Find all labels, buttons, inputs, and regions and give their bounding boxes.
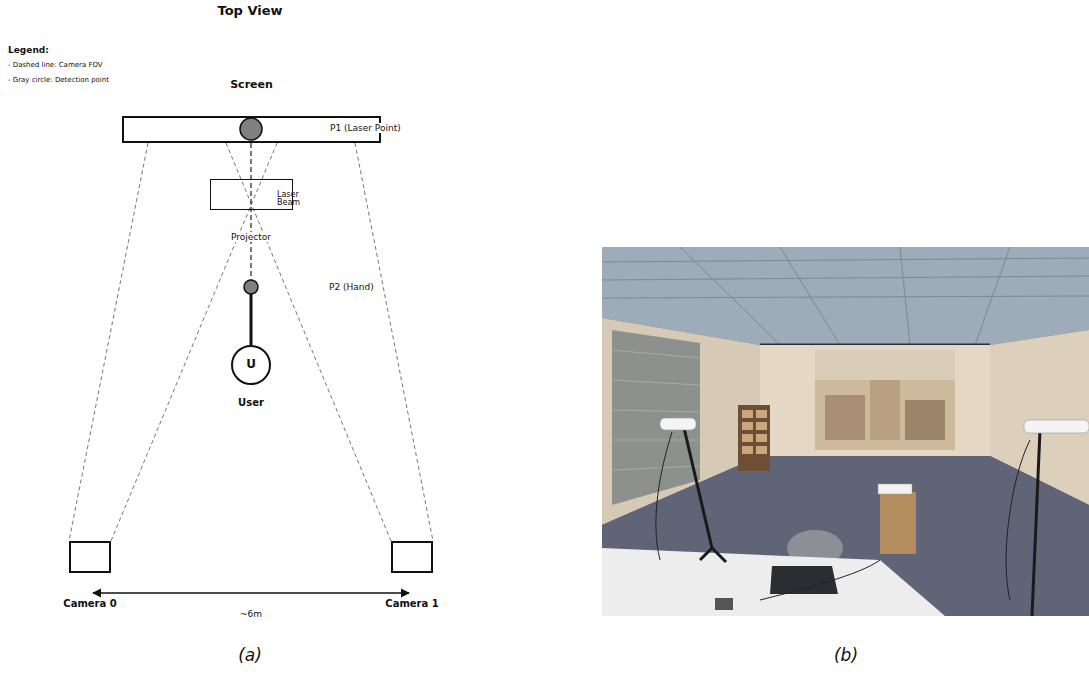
room-photo (602, 247, 1089, 616)
detection-point (244, 280, 258, 294)
panel-label: (b) (834, 646, 858, 666)
legend-heading: Legend: (8, 45, 49, 55)
panel-label: (a) (238, 646, 262, 666)
dimension-label: ~6m (240, 609, 262, 619)
laser-beam-line (250, 143, 251, 280)
node-label: Projector (230, 232, 272, 242)
user-circle: UUser (231, 345, 271, 385)
distance-arrow (93, 592, 409, 593)
legend-entry: - Gray circle: Detection point (8, 76, 109, 84)
node-heading: Screen (229, 79, 274, 92)
legend-entry: - Dashed line: Camera FOV (8, 61, 103, 69)
node-label: Camera 0 (62, 598, 117, 610)
diagram-title: Top View (217, 4, 282, 19)
node-symbol: U (246, 358, 256, 372)
camera-box: Camera 0 (69, 541, 111, 573)
node-label: Camera 1 (384, 598, 439, 610)
fov-lines (69, 143, 433, 541)
detection-point (240, 118, 262, 140)
camera-box: Camera 1 (391, 541, 433, 573)
node-label: User (237, 397, 265, 409)
point-label: P1 (Laser Point) (329, 123, 402, 133)
beam-label: Laser Beam (277, 191, 305, 208)
arm-line (250, 294, 253, 345)
point-label: P2 (Hand) (329, 282, 374, 292)
